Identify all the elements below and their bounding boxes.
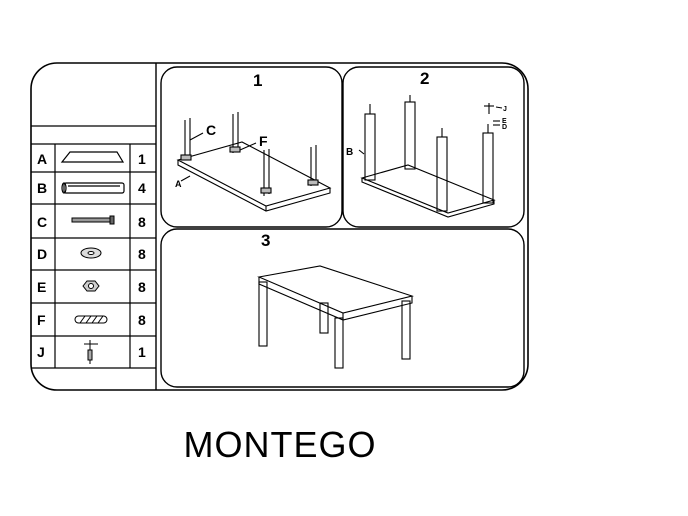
part-letter: J	[37, 344, 45, 360]
callout-j: J	[503, 106, 507, 113]
step-number: 3	[261, 231, 270, 250]
step-3-panel: 3	[160, 228, 525, 388]
legs-attached-drawing	[358, 95, 503, 218]
bolt-icon	[71, 215, 115, 225]
parts-row-b: B 4	[37, 180, 146, 196]
callout-d: D	[502, 124, 507, 131]
parts-row-a: A 1	[37, 151, 146, 167]
step-number: 2	[420, 69, 429, 88]
part-letter: E	[37, 279, 46, 295]
part-qty: 8	[138, 214, 146, 230]
leg-icon	[61, 182, 125, 194]
part-qty: 1	[138, 151, 146, 167]
nut-icon	[82, 280, 100, 292]
parts-row-c: C 8	[37, 214, 146, 230]
part-qty: 8	[138, 279, 146, 295]
dowel-icon	[74, 315, 108, 324]
step-number: 1	[253, 71, 262, 90]
washer-icon	[80, 247, 102, 259]
product-name: MONTEGO	[183, 424, 377, 465]
step-2-panel: 2 B J E D	[342, 66, 525, 228]
callout-e: E	[502, 118, 507, 125]
part-letter: D	[37, 246, 47, 262]
part-qty: 8	[138, 312, 146, 328]
tabletop-icon	[60, 151, 125, 163]
part-qty: 4	[138, 180, 146, 196]
part-letter: F	[37, 312, 46, 328]
parts-row-d: D 8	[37, 246, 146, 262]
callout-f: F	[259, 133, 268, 149]
part-qty: 1	[138, 344, 146, 360]
parts-table	[31, 125, 156, 369]
outer-frame	[30, 62, 529, 391]
part-letter: C	[37, 214, 47, 230]
parts-row-f: F 8	[37, 312, 146, 328]
parts-row-j: J 1	[37, 340, 146, 364]
step-1-panel: 1 C F A	[160, 66, 343, 228]
part-qty: 8	[138, 246, 146, 262]
tabletop-underside-drawing	[176, 112, 332, 212]
part-letter: B	[37, 180, 47, 196]
callout-c: C	[206, 122, 216, 138]
finished-table-drawing	[257, 265, 415, 369]
parts-row-e: E 8	[37, 279, 146, 295]
part-letter: A	[37, 151, 47, 167]
callout-b: B	[346, 147, 353, 158]
callout-a: A	[175, 179, 182, 189]
allen-key-icon	[84, 340, 98, 364]
